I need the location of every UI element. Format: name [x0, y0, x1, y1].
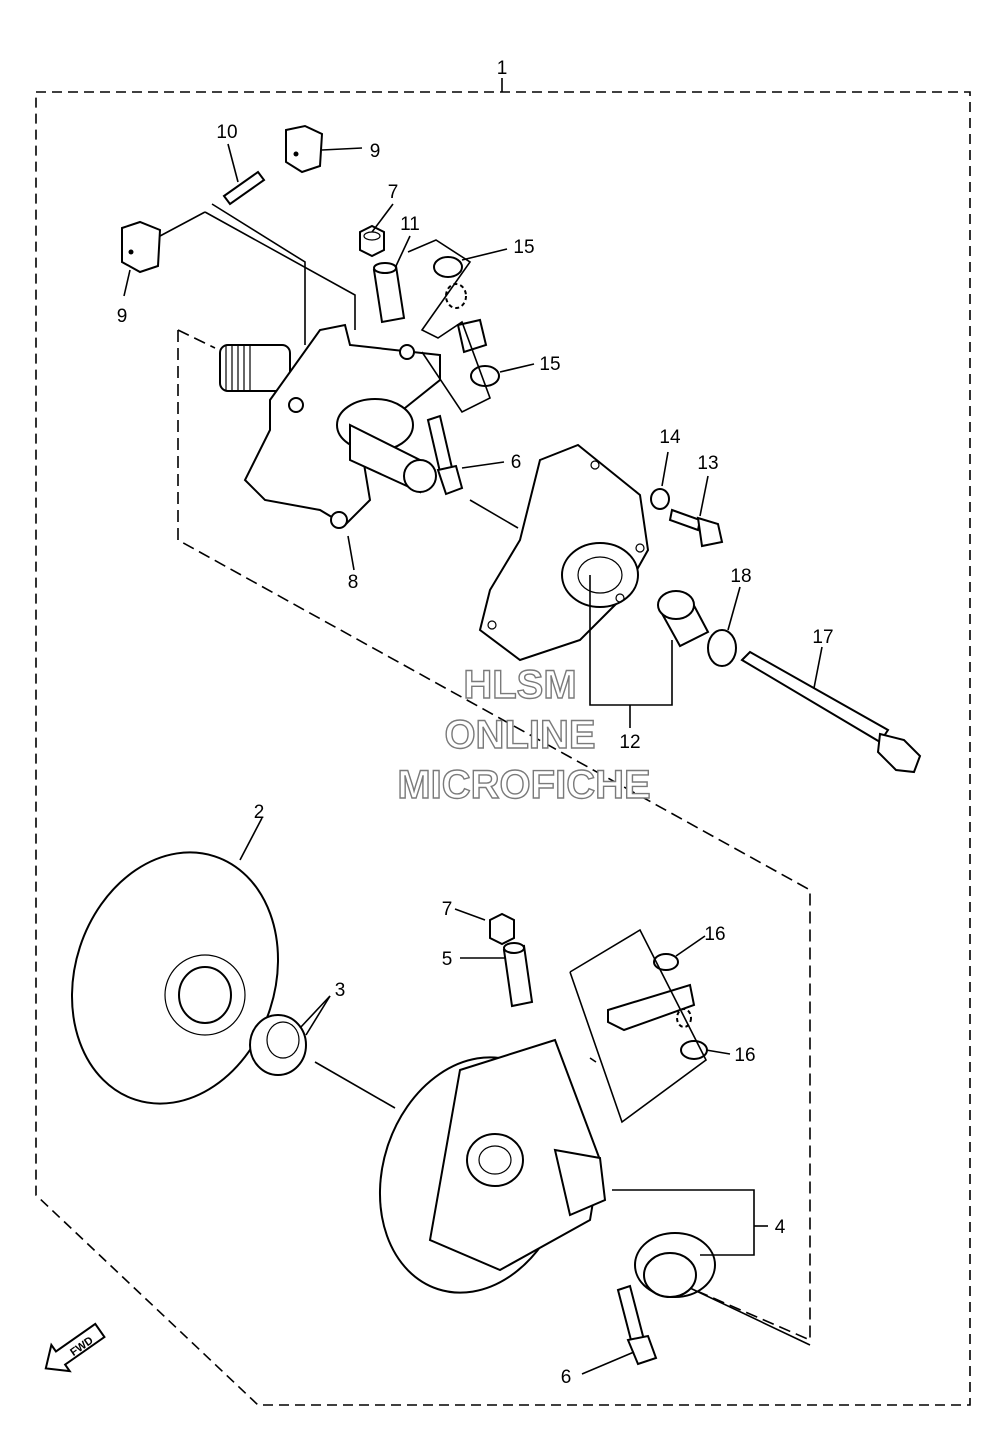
arm-group-part [607, 953, 708, 1060]
weight-block-part [121, 124, 324, 274]
callout-16: 16 [734, 1045, 755, 1066]
bolt-part [616, 1284, 658, 1366]
collar-part [502, 942, 534, 1008]
callout-5: 5 [442, 949, 453, 970]
section-frame [177, 330, 811, 1342]
callout-3: 3 [335, 980, 346, 1001]
callout-15: 15 [539, 354, 560, 375]
callout-14: 14 [659, 427, 681, 448]
callout-10: 10 [216, 122, 237, 143]
watermark-line-1: HLSM [463, 663, 576, 707]
callout-7: 7 [442, 899, 453, 920]
callout-17: 17 [812, 627, 833, 648]
callout-2: 2 [254, 802, 265, 823]
movable-sheave-part [378, 1038, 607, 1294]
leader-bracket [569, 928, 708, 1124]
callout-11: 11 [400, 214, 420, 235]
watermark-line-3: MICROFICHE [397, 763, 650, 807]
callout-6: 6 [561, 1367, 572, 1388]
long-bolt-part [740, 650, 922, 774]
callout-9: 9 [117, 306, 128, 327]
split-ring-part [249, 1014, 307, 1076]
roller-group-part [433, 256, 500, 387]
callout-16: 16 [704, 924, 725, 945]
callout-6: 6 [511, 452, 522, 473]
washer-part [650, 488, 670, 510]
bushing-part [657, 590, 710, 648]
leader-lines [123, 143, 823, 1375]
fwd-arrow-icon: FWD [44, 1322, 106, 1373]
cover-plate-part [478, 443, 650, 662]
sheave-part [70, 851, 280, 1105]
callout-7: 7 [388, 182, 399, 203]
section-frame [177, 329, 216, 349]
slider-ring-part [634, 1232, 716, 1298]
nut-part [489, 912, 515, 946]
callout-18: 18 [730, 566, 751, 587]
callout-15: 15 [513, 237, 534, 258]
pin-part [222, 170, 266, 206]
assembly-boundary [35, 91, 971, 1406]
spider-hub-part [219, 323, 441, 529]
watermark-line-2: ONLINE [444, 713, 595, 757]
leader-bracket [407, 239, 491, 414]
bolt-part [426, 414, 464, 496]
callout-13: 13 [697, 453, 718, 474]
spacer-part [707, 629, 737, 667]
callout-1: 1 [497, 58, 508, 79]
callout-8: 8 [348, 572, 359, 593]
callout-9: 9 [370, 141, 381, 162]
collar-part [372, 262, 406, 324]
bolt-part [668, 508, 724, 548]
callout-12: 12 [619, 732, 640, 753]
nut-part [359, 224, 385, 258]
callout-4: 4 [775, 1217, 786, 1238]
